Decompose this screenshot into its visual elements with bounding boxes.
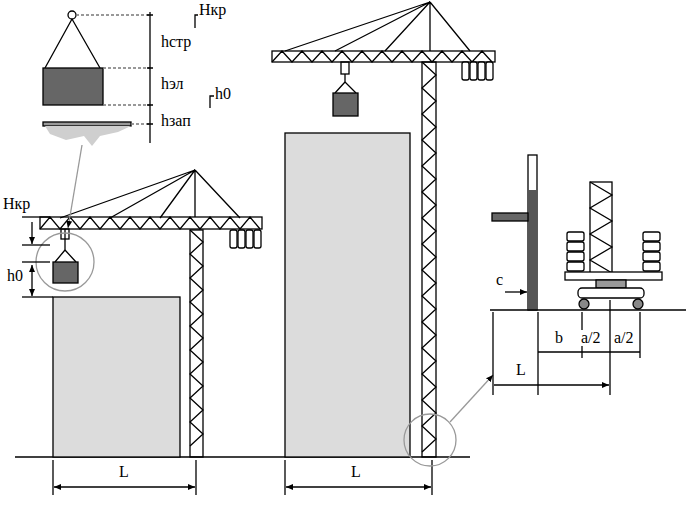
height-label: Hкр xyxy=(198,2,227,18)
dimension-label: L xyxy=(118,464,130,480)
dimension-label: L xyxy=(350,464,362,480)
dimension-label: c xyxy=(495,272,504,288)
dimension-label: a/2 xyxy=(613,330,635,346)
dimension-label: b xyxy=(554,330,564,346)
height-label: hзап xyxy=(160,113,192,129)
height-label: hстр xyxy=(160,34,192,50)
height-label: hэл xyxy=(160,76,185,92)
dimension-label: a/2 xyxy=(580,330,602,346)
dimension-label: L xyxy=(515,362,527,378)
height-label: Hкр xyxy=(2,196,31,212)
height-label: h0 xyxy=(6,268,24,284)
height-label: h0 xyxy=(214,86,232,102)
